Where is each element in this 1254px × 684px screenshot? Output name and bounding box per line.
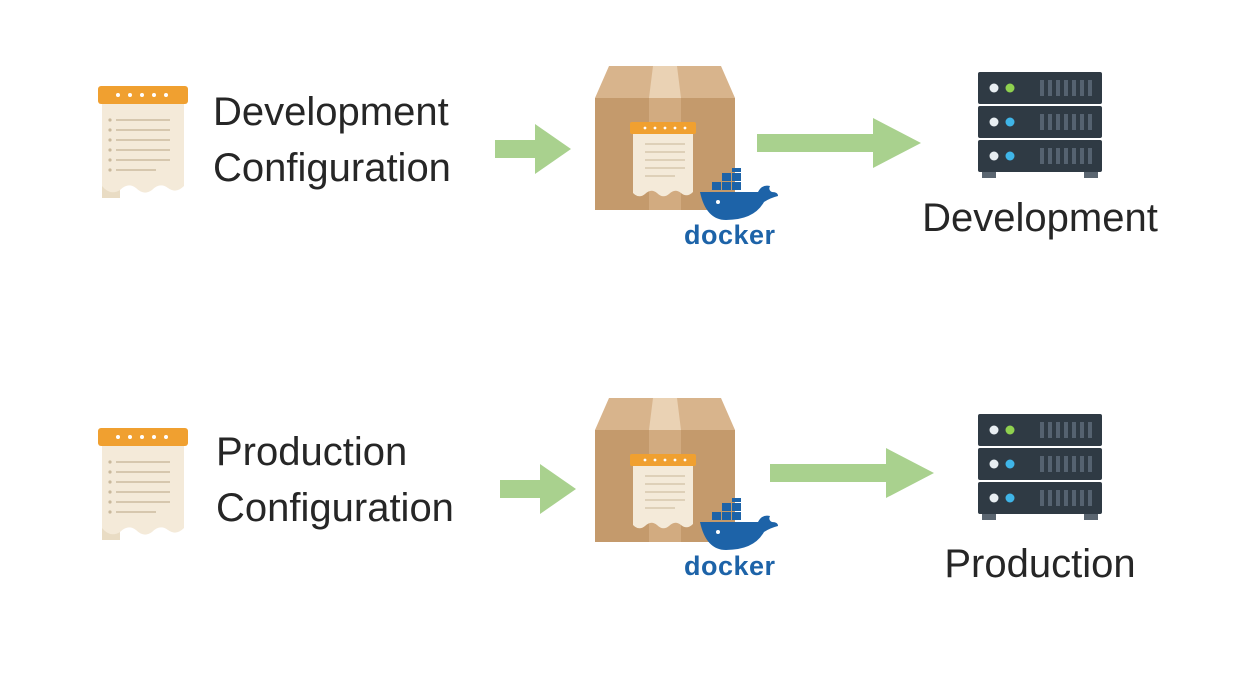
pipeline-row-production: Production Configuration docker — [0, 398, 1254, 598]
config-document-icon — [96, 86, 190, 198]
arrow-to-container-icon — [495, 124, 571, 174]
config-label: Production Configuration — [216, 424, 454, 536]
config-document-icon — [96, 428, 190, 540]
server-rack-icon — [978, 414, 1102, 522]
config-label-line-2: Configuration — [216, 486, 454, 530]
pipeline-row-development: Development Configuration docker — [0, 60, 1254, 260]
environment-label: Development — [922, 196, 1158, 240]
arrow-to-server-icon — [770, 448, 934, 498]
server-rack-icon — [978, 72, 1102, 180]
config-label-line-2: Configuration — [213, 146, 451, 190]
shipping-box-icon — [595, 398, 735, 542]
docker-logo-text: docker — [684, 220, 776, 250]
arrow-to-server-icon — [757, 118, 921, 168]
shipping-box-icon — [595, 66, 735, 210]
docker-logo-text: docker — [684, 551, 776, 581]
arrow-to-container-icon — [500, 464, 576, 514]
environment-label: Production — [944, 542, 1136, 586]
config-label-line-1: Development — [213, 90, 449, 134]
docker-whale-icon — [698, 168, 780, 224]
config-label-line-1: Production — [216, 430, 408, 474]
config-label: Development Configuration — [213, 84, 451, 196]
docker-whale-icon — [698, 498, 780, 554]
